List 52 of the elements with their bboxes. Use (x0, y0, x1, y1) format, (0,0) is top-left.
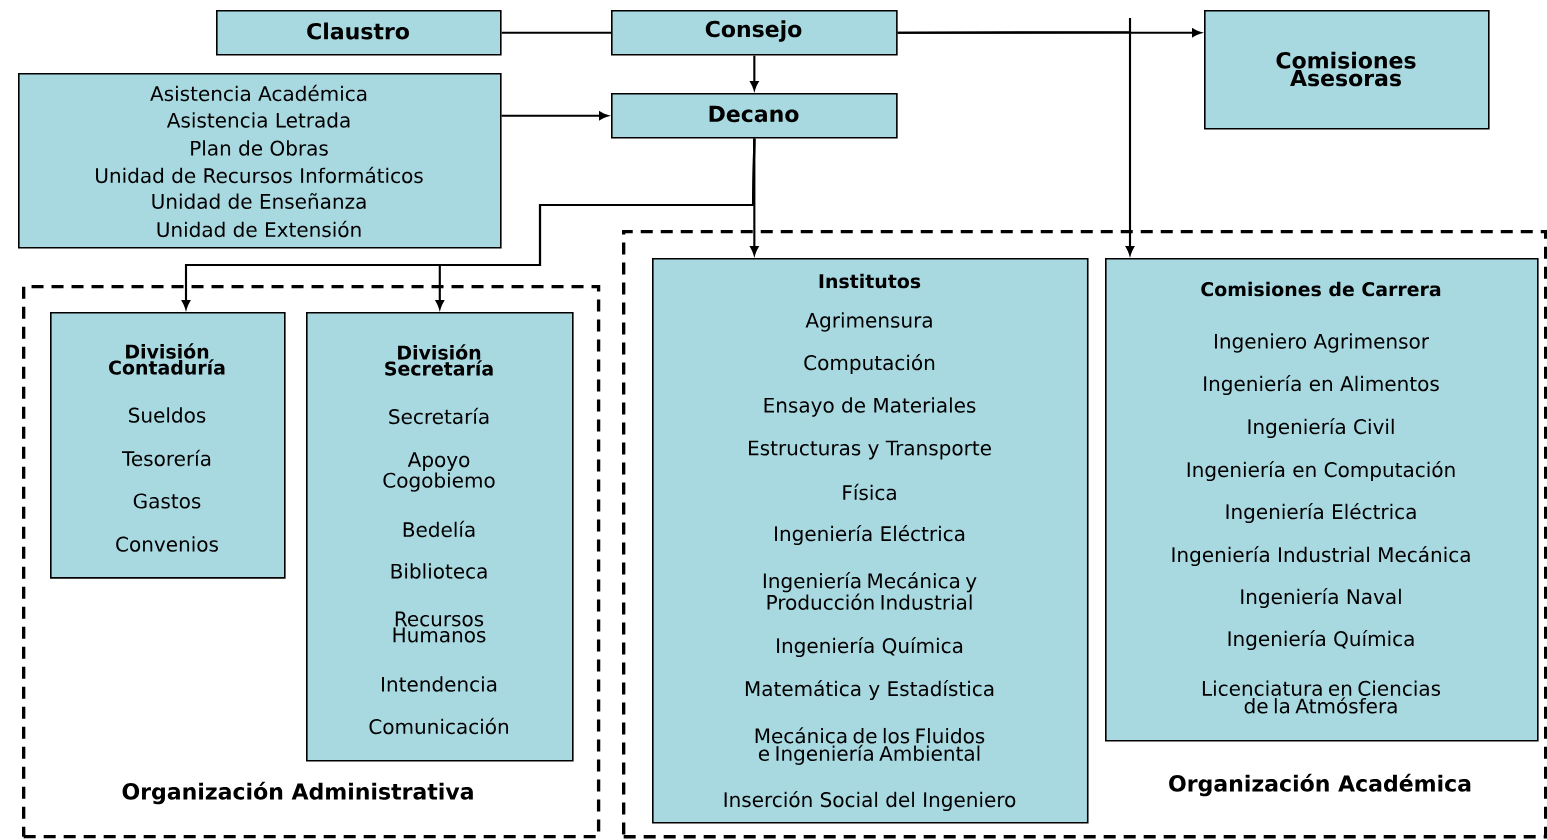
list-item: Bedelía (403, 520, 475, 538)
list-item: Unidad de Enseñanza (152, 193, 366, 209)
list-item: Ingeniería Naval (1241, 587, 1401, 609)
list-item: Agrimensura (805, 312, 932, 332)
list-item: Ingeniería Eléctrica (775, 524, 965, 546)
list-item: Computación (804, 353, 935, 375)
list-item: Ingeniería Civil (1248, 417, 1394, 439)
list-item: Ingeniería Industrial Mecánica (1172, 545, 1470, 567)
list-item: Tesorería (122, 449, 211, 467)
list-item: Ingeniería Química (1228, 629, 1414, 651)
list-item: Ingeniería en Alimentos (1204, 374, 1439, 396)
box-heading: Comisiones Asesoras (1276, 51, 1416, 87)
arrow (750, 55, 759, 91)
box-heading: Comisiones de Carrera (1201, 281, 1441, 297)
list-item: Física (843, 483, 896, 501)
list-item: Recursos Humanos (393, 611, 486, 643)
list-item: Estructuras y Transporte (749, 440, 991, 460)
box-heading: Consejo (705, 20, 802, 42)
list-item: Licenciatura en Ciencias de la Atmósfera (1202, 680, 1441, 714)
box-heading: Institutos (819, 273, 921, 289)
list-item: Convenios (116, 536, 218, 552)
list-item: Asistencia Letrada (166, 112, 350, 128)
box-heading: Decano (709, 105, 799, 123)
list-item: Ensayo de Materiales (764, 397, 976, 417)
list-item: Inserción Social del Ingeniero (724, 790, 1016, 812)
list-item: Ingeniería Química (777, 636, 963, 658)
region-title: Organización Académica (1169, 773, 1471, 797)
arrow (501, 111, 609, 120)
region-title: Organización Administrativa (122, 781, 473, 805)
list-item: Unidad de Extensión (157, 220, 361, 238)
list-item: Biblioteca (391, 563, 487, 579)
arrow (435, 138, 756, 310)
box-heading: Claustro (307, 22, 409, 40)
list-item: Ingeniería Eléctrica (1226, 502, 1416, 524)
arrow (897, 16, 1135, 256)
list-item: Sueldos (129, 407, 206, 423)
list-item: Intendencia (382, 676, 497, 692)
connector-line (501, 31, 611, 34)
list-item: Plan de Obras (191, 140, 328, 156)
list-item: Gastos (133, 493, 201, 509)
list-item: Matemática y Estadística (745, 679, 994, 701)
list-item: Unidad de Recursos Informáticos (96, 166, 423, 184)
list-item: Ingeniero Agrimensor (1215, 333, 1429, 353)
list-item: Secretaría (389, 407, 489, 425)
list-item: Apoyo Cogobiemo (383, 452, 495, 492)
list-item: Asistencia Académica (150, 84, 367, 102)
list-item: Ingeniería Mecánica y Producción Industrial (763, 572, 977, 610)
box-heading: División Contaduría (109, 343, 225, 375)
list-item: Ingeniería en Computación (1187, 460, 1455, 482)
list-item: Mecánica de los Fluidos e Ingeniería Ambiental (755, 727, 985, 765)
box-heading: División Secretaría (385, 344, 493, 376)
list-item: Comunicación (369, 717, 508, 735)
